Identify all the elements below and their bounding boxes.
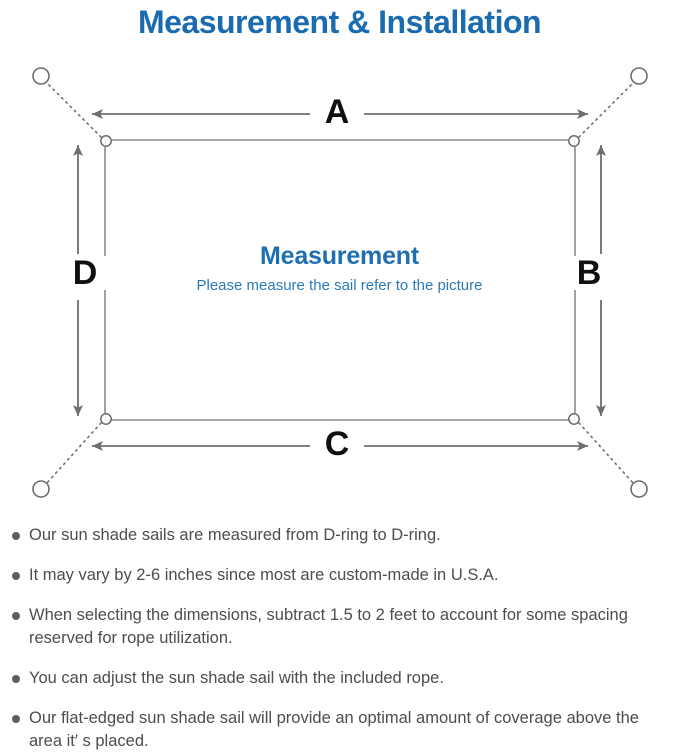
d-ring-top-right (568, 135, 580, 147)
list-item: When selecting the dimensions, subtract … (0, 604, 679, 650)
page-title: Measurement & Installation (137, 4, 542, 40)
rope-bottom-left (45, 422, 102, 485)
bullet-icon (12, 715, 20, 723)
list-item: It may vary by 2-6 inches since most are… (0, 564, 679, 587)
dimension-label-c: C (312, 427, 362, 461)
diagram-center-subtitle: Please measure the sail refer to the pic… (196, 277, 483, 294)
bullet-icon (12, 675, 20, 683)
list-item: Our flat-edged sun shade sail will provi… (0, 707, 679, 753)
note-text: It may vary by 2-6 inches since most are… (29, 566, 499, 584)
d-ring-top-left (100, 135, 112, 147)
rope-top-right (578, 81, 635, 138)
anchor-point-top-left (32, 67, 50, 85)
list-item: Our sun shade sails are measured from D-… (0, 524, 679, 547)
dimension-label-b: B (566, 256, 612, 290)
d-ring-bottom-right (568, 413, 580, 425)
anchor-point-top-right (630, 67, 648, 85)
list-item: You can adjust the sun shade sail with t… (0, 667, 679, 690)
bullet-icon (12, 612, 20, 620)
note-text: Our sun shade sails are measured from D-… (29, 526, 441, 544)
dimension-label-a: A (312, 95, 362, 129)
bullet-icon (12, 532, 20, 540)
dimension-label-d: D (62, 256, 108, 290)
bullet-icon (12, 572, 20, 580)
note-text: When selecting the dimensions, subtract … (29, 606, 628, 647)
rope-bottom-right (578, 422, 635, 485)
diagram-svg (32, 67, 648, 498)
diagram-center-title: Measurement (260, 242, 419, 270)
anchor-point-bottom-right (630, 480, 648, 498)
sun-shade-sail-measurement-diagram: A B C D Measurement Please measure the s… (0, 44, 679, 524)
anchor-point-bottom-left (32, 480, 50, 498)
rope-top-left (45, 81, 102, 138)
diagram-center-label: Measurement Please measure the sail refe… (0, 240, 679, 298)
notes-list: Our sun shade sails are measured from D-… (0, 524, 679, 753)
note-text: You can adjust the sun shade sail with t… (29, 669, 444, 687)
note-text: Our flat-edged sun shade sail will provi… (29, 709, 639, 750)
d-ring-bottom-left (100, 413, 112, 425)
